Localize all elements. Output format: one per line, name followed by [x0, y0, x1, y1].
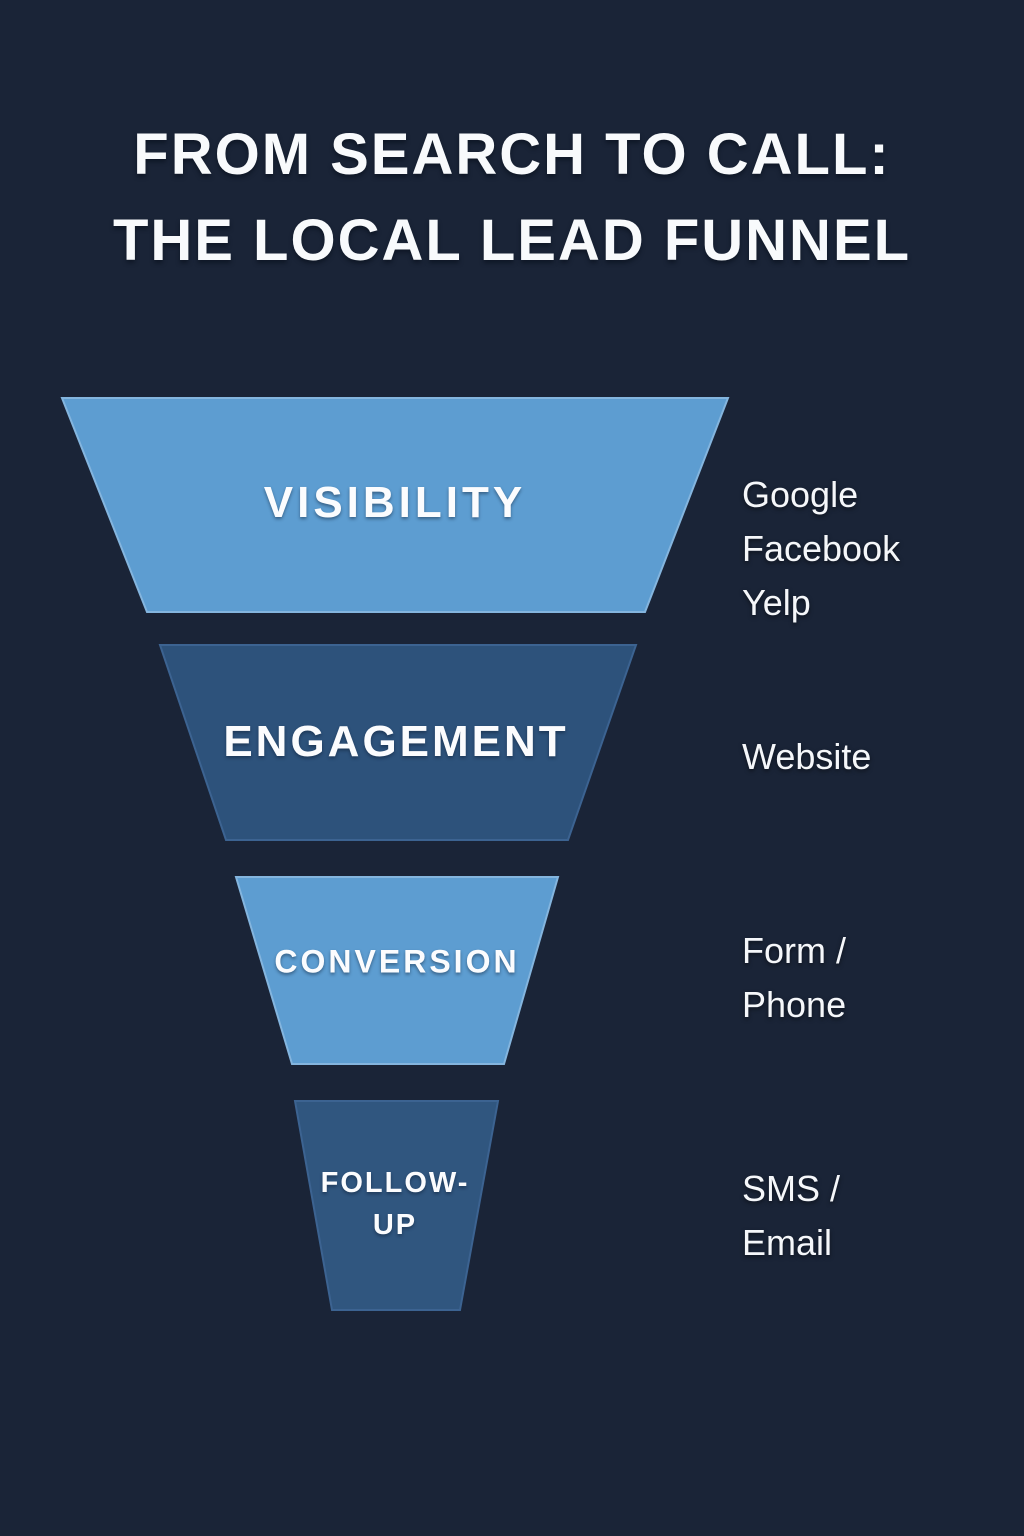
page-title-line-2: THE LOCAL LEAD FUNNEL	[112, 208, 912, 273]
channel-form: Form /	[742, 930, 846, 971]
channel-sms: SMS /	[742, 1168, 841, 1209]
page-title-line-1: FROM SEARCH TO CALL:	[133, 122, 891, 187]
funnel-stage-engagement-label: ENGAGEMENT	[223, 717, 569, 766]
followup-channels: SMS / Email	[742, 1162, 992, 1270]
funnel-stage-followup-shape	[293, 1100, 500, 1311]
page-title: FROM SEARCH TO CALL: THE LOCAL LEAD FUNN…	[0, 112, 1024, 284]
conversion-channels: Form / Phone	[742, 924, 992, 1032]
channel-google: Google	[742, 474, 859, 515]
channel-website: Website	[742, 736, 872, 777]
channel-email: Email	[742, 1222, 833, 1263]
visibility-channels: Google Facebook Yelp	[742, 468, 992, 630]
channel-facebook: Facebook	[742, 528, 901, 569]
funnel-stage-conversion-label: CONVERSION	[274, 943, 520, 980]
channel-phone: Phone	[742, 984, 847, 1025]
channel-yelp: Yelp	[742, 582, 811, 623]
funnel-stage-followup-label: FOLLOW-UP	[320, 1167, 470, 1241]
engagement-channels: Website	[742, 730, 992, 784]
funnel-stage-visibility-shape	[60, 397, 730, 613]
funnel-stage-visibility-label: VISIBILITY	[263, 478, 527, 527]
funnel-stage-conversion-shape	[234, 876, 560, 1065]
funnel-stage-engagement-shape	[158, 644, 638, 841]
